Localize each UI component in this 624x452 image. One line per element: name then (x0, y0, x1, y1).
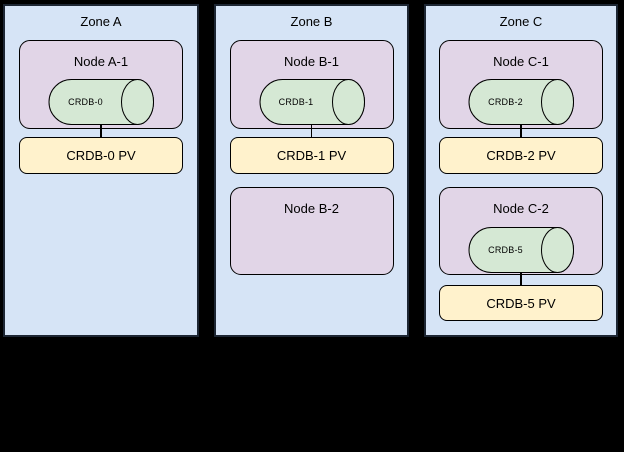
crdb-2-pv-label: CRDB-2 PV (486, 148, 556, 163)
crdb-5-pv-box: CRDB-5 PV (439, 285, 603, 321)
crdb-5-database-cylinder-icon: CRDB-5 (468, 226, 575, 274)
node-c1: Node C-1 CRDB-2 (439, 40, 603, 129)
node-b1: Node B-1 CRDB-1 (229, 40, 394, 129)
crdb-5-pv-label: CRDB-5 PV (486, 295, 556, 311)
node-a1: Node A-1 CRDB-0 (19, 40, 183, 129)
node-c1-title: Node C-1 (493, 54, 549, 69)
crdb-1-label: CRDB-1 (278, 97, 314, 107)
zone-a: Zone A Node A-1 CRDB-0 CRDB-0 PV (3, 4, 199, 337)
crdb-2-label: CRDB-2 (488, 97, 523, 107)
connector-line-c1-pv (520, 124, 522, 137)
crdb-1-pv-box: CRDB-1 PV (229, 137, 394, 174)
crdb-1-database-cylinder-icon: CRDB-1 (258, 78, 365, 126)
zone-b-title: Zone B (290, 14, 333, 29)
node-c2: Node C-2 CRDB-5 (439, 187, 603, 275)
zone-b: Zone B Node B-1 CRDB-1 CRDB-1 PV Node B-… (214, 4, 409, 337)
crdb-0-label: CRDB-0 (68, 97, 103, 107)
connector-line-a1-pv (100, 124, 102, 137)
zone-c-title: Zone C (499, 14, 543, 29)
node-b2: Node B-2 (229, 187, 394, 275)
crdb-0-pv-box: CRDB-0 PV (19, 137, 183, 174)
crdb-0-database-cylinder-icon: CRDB-0 (48, 78, 155, 126)
connector-line-b1-pv (310, 124, 312, 137)
node-a1-title: Node A-1 (73, 54, 129, 69)
zone-c: Zone C Node C-1 CRDB-2 CRDB-2 PV Node C-… (424, 4, 618, 337)
crdb-2-pv-box: CRDB-2 PV (439, 137, 603, 174)
crdb-0-pv-label: CRDB-0 PV (66, 148, 136, 163)
zone-a-title: Zone A (80, 14, 122, 29)
node-c2-title: Node C-2 (493, 201, 549, 216)
node-b1-title: Node B-1 (284, 54, 339, 69)
crdb-2-database-cylinder-icon: CRDB-2 (468, 78, 575, 126)
crdb-1-pv-label: CRDB-1 PV (276, 148, 347, 163)
connector-line-c2-pv (520, 273, 522, 285)
crdb-5-label: CRDB-5 (488, 245, 523, 255)
node-b2-title: Node B-2 (284, 201, 339, 216)
